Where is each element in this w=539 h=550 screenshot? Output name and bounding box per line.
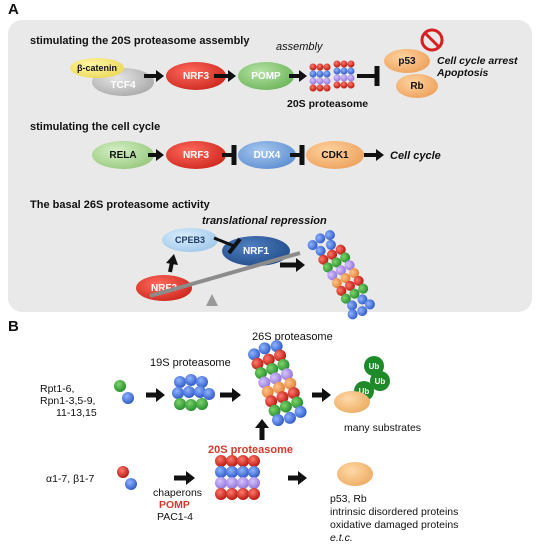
ub-label-2: Ub	[374, 376, 386, 386]
arrow-nrf3-to-pomp	[214, 70, 236, 82]
alpha-beta-label: α1-7, β1-7	[46, 473, 95, 485]
arrow-subunits-to-19s	[146, 388, 165, 402]
label-26s-proteasome: 26S proteasome	[252, 331, 333, 343]
p53-label: p53	[398, 55, 416, 67]
pomp-label: POMP	[251, 70, 281, 82]
cpeb3-label: CPEB3	[174, 235, 205, 245]
substrate-blob	[337, 462, 373, 486]
outcome-apoptosis: Apoptosis	[437, 67, 489, 79]
nrf1-label: NRF1	[242, 245, 270, 257]
inhibit-proteasome-p53	[357, 66, 380, 86]
ub-label-3: Ub	[358, 386, 370, 396]
proteasome-26s-b	[248, 340, 307, 427]
rpt-line-1: Rpt1-6,	[40, 383, 75, 395]
rela-node: RELA	[92, 141, 154, 169]
arrow-20s-to-substrates	[288, 471, 307, 485]
nrf3-label-row3: NRF3	[150, 282, 178, 294]
arrow-tcf4-to-nrf3	[144, 70, 164, 82]
rpt-line-2: Rpn1-3,5-9,	[40, 395, 96, 407]
substrate-line-2: intrinsic disordered proteins	[330, 506, 459, 518]
outcome-cell-cycle-arrest: Cell cycle arrest	[437, 55, 518, 67]
pomp-node: POMP	[238, 62, 294, 90]
inhibit-dux4-cdk1	[290, 145, 305, 165]
rpt-subunits	[114, 380, 134, 404]
panel-b-letter: B	[8, 318, 19, 335]
arrow-pomp-to-assembly	[289, 70, 307, 82]
rb-node: Rb	[396, 74, 438, 98]
substrate-line-4: e.t.c.	[330, 532, 353, 544]
proteasome-20s-b	[215, 455, 260, 500]
dux4-label: DUX4	[253, 149, 281, 161]
pomp-label-b: POMP	[159, 499, 190, 511]
dux4-node: DUX4	[238, 141, 296, 169]
beta-catenin-node: β-catenin	[70, 58, 124, 78]
arrow-cdk1-to-cell-cycle	[364, 149, 384, 161]
inhibit-cpeb3-nrf1	[213, 236, 242, 255]
prohibited-icon	[420, 28, 444, 52]
alpha-beta-subunits	[117, 466, 137, 490]
ub-icon-2: Ub	[370, 371, 390, 391]
rb-label: Rb	[410, 80, 424, 92]
label-20s-proteasome-b: 20S proteasome	[208, 444, 293, 456]
label-19s-proteasome: 19S proteasome	[150, 357, 231, 369]
row1-title: stimulating the 20S proteasome assembly	[30, 35, 250, 47]
arrow-nrf1-to-26s	[280, 258, 305, 272]
assembly-label: assembly	[276, 41, 323, 53]
inhibit-nrf3-dux4	[222, 145, 237, 165]
cdk1-node: CDK1	[306, 141, 364, 169]
nrf3-label-row1: NRF3	[182, 70, 210, 82]
panel-a-letter: A	[8, 1, 19, 18]
arrow-19s-to-26s	[220, 388, 241, 402]
ub-label-1: Ub	[368, 361, 380, 371]
arrow-26s-to-substrates	[312, 388, 331, 402]
outcome-cell-cycle: Cell cycle	[390, 150, 441, 162]
proteasome-19s	[172, 374, 215, 411]
tcf4-label: TCF4	[110, 79, 136, 91]
nrf3-node-row2: NRF3	[166, 141, 226, 169]
substrate-line-3: oxidative damaged proteins	[330, 519, 459, 531]
proteasome-20s-label-a: 20S proteasome	[287, 98, 369, 110]
arrow-rela-to-nrf3	[148, 149, 164, 161]
beta-catenin-label: β-catenin	[77, 63, 117, 73]
many-substrates-blob	[334, 391, 370, 413]
arrow-subunits-to-20s	[174, 471, 195, 485]
small-proteasome-2	[333, 60, 355, 89]
rela-label: RELA	[109, 149, 137, 161]
arrow-nrf3-to-cpeb3	[166, 254, 178, 273]
substrate-line-1: p53, Rb	[330, 493, 367, 505]
arrow-20s-up-to-26s	[255, 419, 269, 440]
row2-title: stimulating the cell cycle	[30, 121, 161, 133]
many-substrates-label: many substrates	[344, 422, 422, 434]
seesaw	[149, 251, 301, 306]
proteasome-26s-a	[307, 230, 375, 320]
translational-repression-label: translational repression	[202, 215, 327, 227]
small-proteasome-1	[309, 63, 331, 92]
cpeb3-node: CPEB3	[162, 228, 218, 252]
nrf3-label-row2: NRF3	[182, 149, 210, 161]
rpt-line-3: 11-13,15	[56, 407, 97, 419]
chaperons-label: chaperons	[153, 487, 203, 499]
row3-title: The basal 26S proteasome activity	[30, 199, 210, 211]
pac-label: PAC1-4	[157, 511, 193, 523]
p53-node: p53	[384, 49, 430, 73]
cdk1-label: CDK1	[321, 149, 349, 161]
